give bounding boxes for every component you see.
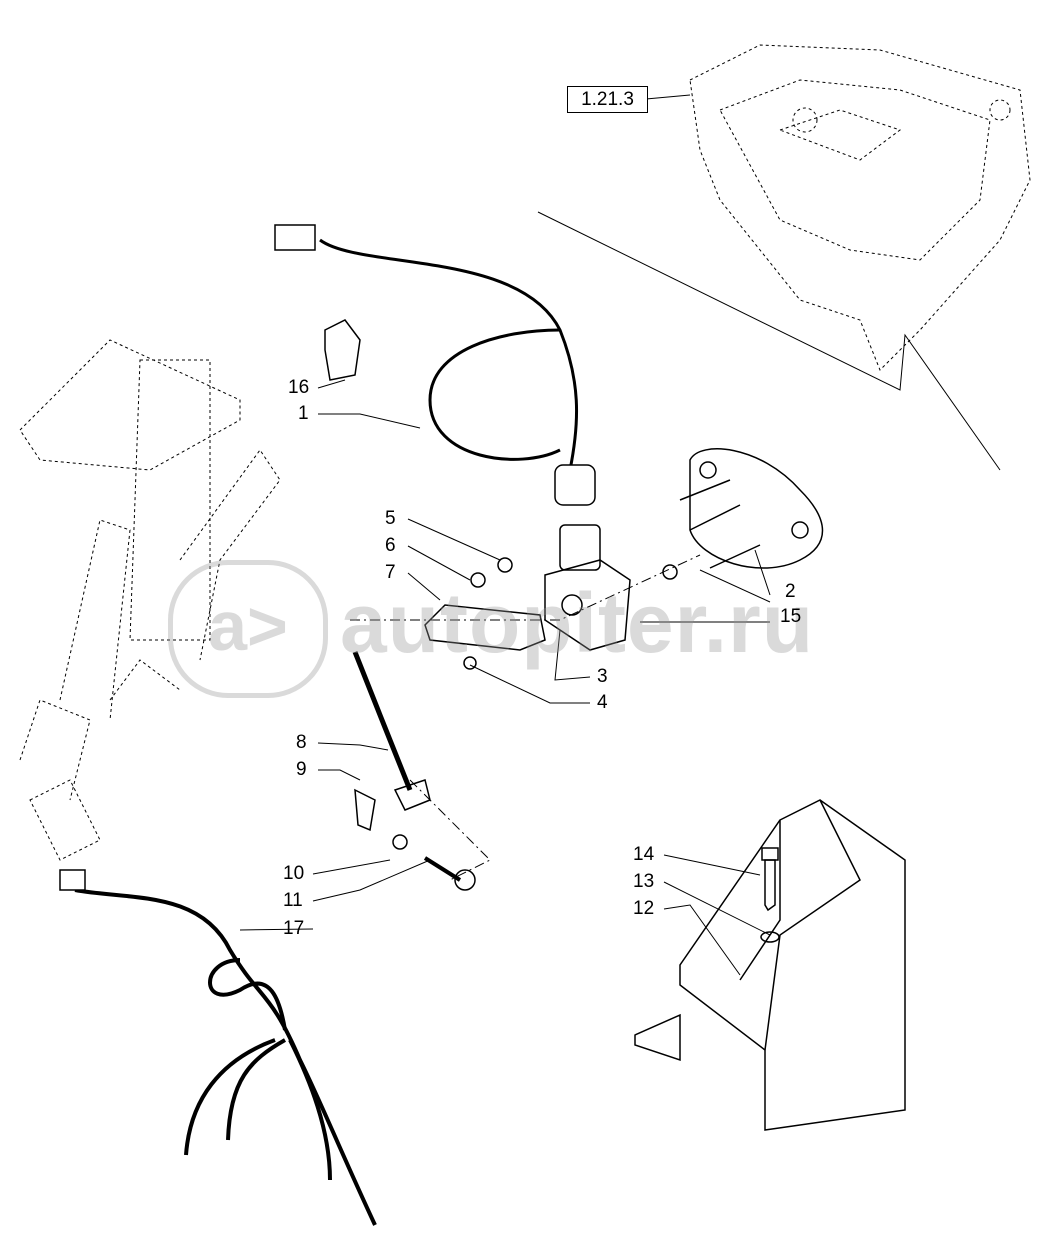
callout-13: 13 (633, 871, 655, 892)
clip-16 (324, 319, 361, 381)
callout-14: 14 (633, 844, 655, 865)
bolt-14 (764, 859, 776, 912)
callout-6: 6 (385, 535, 396, 556)
callout-12: 12 (633, 898, 655, 919)
chassis-frame (689, 44, 1031, 371)
watermark-logo: a> (168, 560, 328, 698)
reference-box[interactable]: 1.21.3 (567, 86, 648, 113)
callout-10: 10 (283, 863, 305, 884)
lever-arm (424, 557, 546, 670)
callout-11: 11 (283, 890, 303, 911)
mounting-plate (679, 448, 824, 569)
callout-4: 4 (597, 692, 608, 713)
callout-8: 8 (296, 732, 307, 753)
callout-1: 1 (298, 403, 309, 424)
watermark-text: autopiter.ru (340, 576, 815, 670)
linkage-rod (352, 651, 476, 891)
callout-15: 15 (780, 606, 802, 627)
wiring-harness-17 (59, 869, 377, 1226)
callout-7: 7 (385, 562, 396, 583)
callout-17: 17 (283, 918, 305, 939)
leader-lines (239, 94, 1001, 976)
callout-16: 16 (288, 377, 310, 398)
position-sensor (544, 524, 678, 651)
sensor-harness (274, 224, 596, 506)
protective-cover (634, 799, 906, 1131)
callout-3: 3 (597, 666, 608, 687)
washer-13 (760, 931, 780, 943)
callout-5: 5 (385, 508, 396, 529)
callout-9: 9 (296, 759, 307, 780)
callout-2: 2 (785, 581, 796, 602)
